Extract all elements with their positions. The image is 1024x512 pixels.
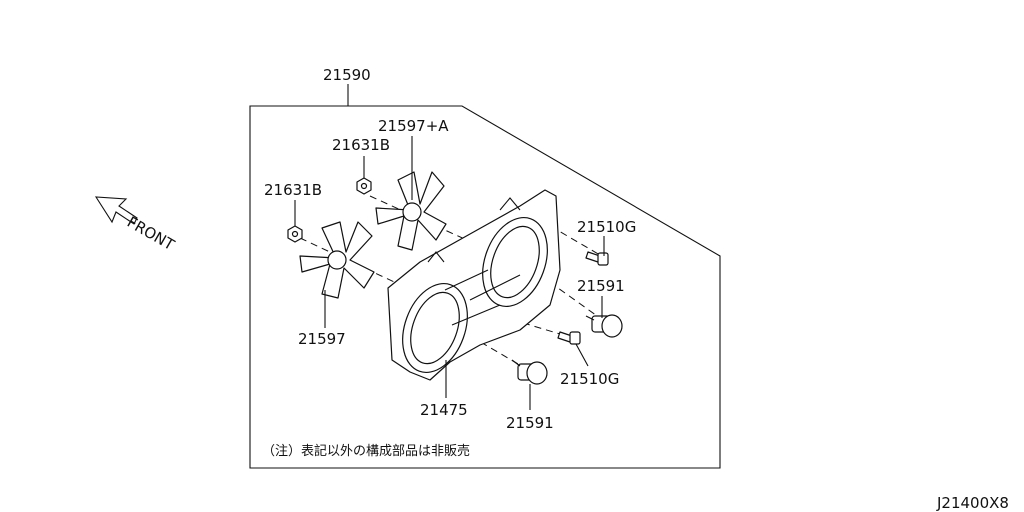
- label-screw-lower: 21510G: [560, 370, 619, 388]
- screw-upper-drawing: [585, 251, 609, 266]
- screw-lower-drawing: [557, 331, 581, 345]
- label-fan-upper: 21597+A: [378, 117, 449, 135]
- motor-upper-drawing: [585, 314, 623, 338]
- assembly-frame: [249, 105, 721, 469]
- front-label: FRONT: [124, 213, 178, 255]
- nut-lower-drawing: [287, 225, 303, 243]
- front-arrow-icon: [94, 196, 138, 225]
- label-shroud: 21475: [420, 401, 468, 419]
- label-fan-lower: 21597: [298, 330, 346, 348]
- fan-lower-drawing: [299, 221, 375, 299]
- note-text: （注）表記以外の構成部品は非販売: [262, 443, 470, 459]
- motor-lower-drawing: [511, 359, 548, 385]
- label-motor-lower: 21591: [506, 414, 554, 432]
- label-assembly: 21590: [323, 66, 371, 84]
- nut-upper-drawing: [356, 177, 372, 195]
- label-nut-lower: 21631B: [264, 181, 322, 199]
- fan-upper-drawing: [375, 171, 447, 251]
- label-motor-upper: 21591: [577, 277, 625, 295]
- label-nut-upper: 21631B: [332, 136, 390, 154]
- label-screw-upper: 21510G: [577, 218, 636, 236]
- diagram-id: J21400X8: [936, 494, 1009, 512]
- fan-shroud-drawing: [387, 189, 561, 381]
